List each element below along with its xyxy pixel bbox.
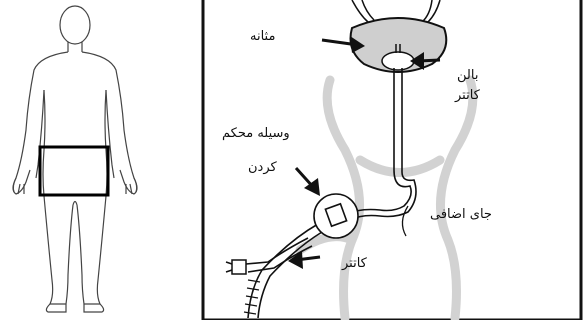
label-securing-line2: کردن [248, 158, 277, 178]
body-outline-icon [13, 6, 137, 312]
region-highlight-box [40, 147, 108, 195]
label-catheter: کاتتر [342, 254, 367, 274]
label-balloon-line2: کاتتر [455, 86, 480, 106]
label-bladder: مثانه [250, 27, 275, 47]
label-balloon-line1: بالن [457, 66, 478, 86]
label-securing-line1: وسیله محکم [222, 124, 290, 144]
catheter-balloon [382, 52, 414, 70]
label-slack: جای اضافی [430, 205, 492, 225]
securing-device [314, 194, 358, 238]
